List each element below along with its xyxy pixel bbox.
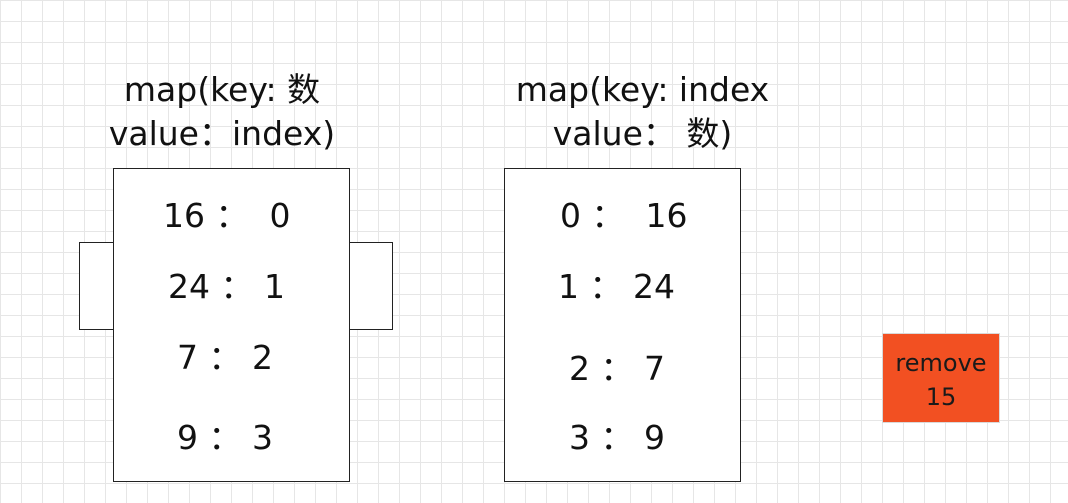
left-map-title-line2: value：index) bbox=[108, 114, 336, 153]
left-map-left-tab bbox=[79, 242, 115, 330]
left-map-entry: 9 ： 3 bbox=[177, 418, 273, 457]
left-map-entry: 24 ： 1 bbox=[168, 267, 285, 306]
right-map-entry: 1 ： 24 bbox=[558, 267, 675, 306]
right-map-entry: 0 ： 16 bbox=[560, 196, 688, 235]
right-map-title: map(key: index value： 数) bbox=[505, 68, 780, 156]
right-map-title-line2: value： 数) bbox=[552, 114, 733, 153]
remove-button-label: remove bbox=[895, 349, 987, 377]
left-map-entry: 16 ： 0 bbox=[163, 196, 291, 235]
right-map-entry: 2 ： 7 bbox=[569, 349, 665, 388]
left-map-title: map(key: 数 value：index) bbox=[102, 68, 342, 156]
right-map-entry: 3 ： 9 bbox=[569, 418, 665, 457]
remove-button-value: 15 bbox=[925, 383, 957, 411]
left-map-title-line1: map(key: 数 bbox=[123, 70, 321, 109]
right-map-box bbox=[504, 168, 741, 482]
remove-button[interactable]: remove 15 bbox=[882, 333, 1000, 423]
left-map-entry: 7 ： 2 bbox=[177, 338, 273, 377]
left-map-right-tab bbox=[347, 242, 393, 330]
right-map-title-line1: map(key: index bbox=[515, 70, 770, 109]
left-map-box bbox=[113, 168, 350, 482]
